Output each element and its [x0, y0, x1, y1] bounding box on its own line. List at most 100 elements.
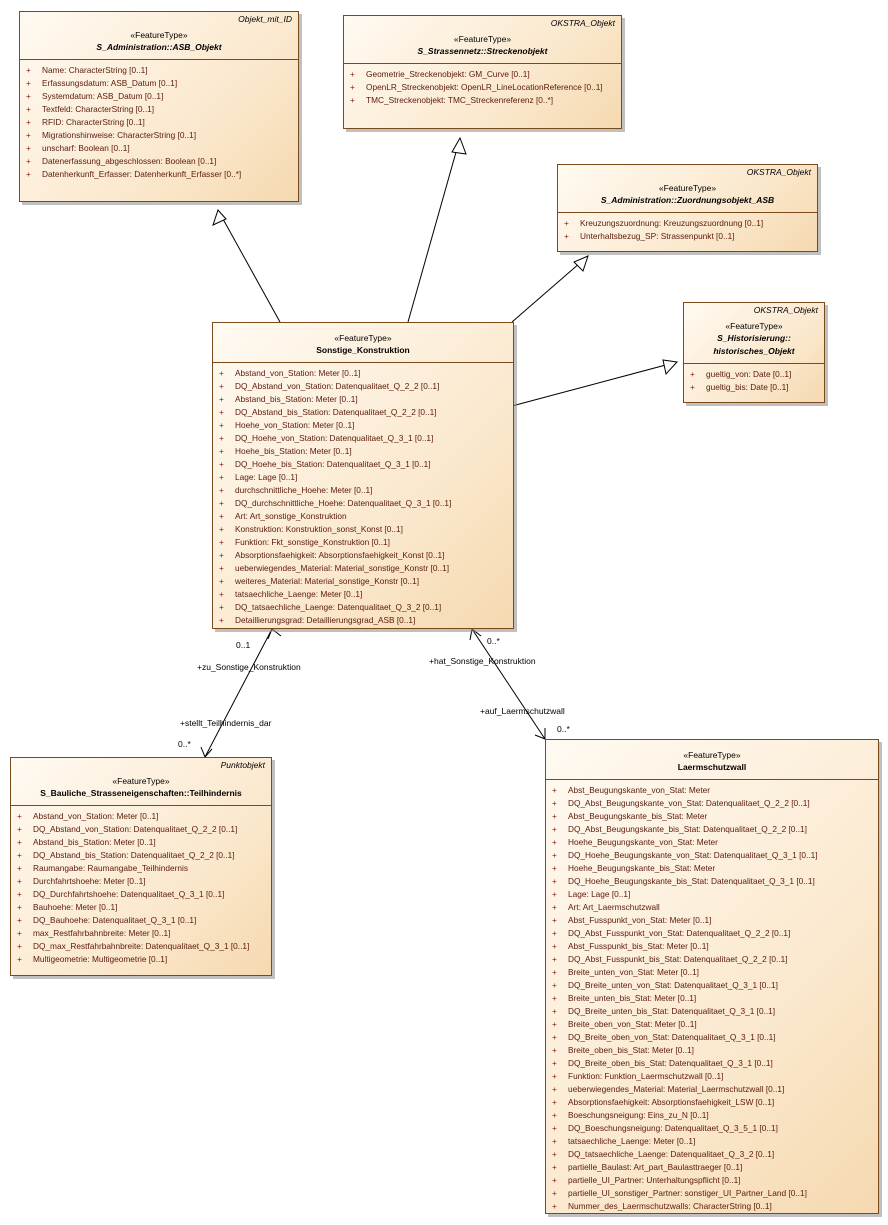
attribute-text: Breite_oben_von_Stat: Meter [0..1]: [568, 1019, 697, 1029]
attribute-row: +OpenLR_Streckenobjekt: OpenLR_LineLocat…: [344, 81, 621, 94]
attribute-row: +DQ_tatsaechliche_Laenge: Datenqualitaet…: [546, 1148, 878, 1161]
generalization-triangle-zuordnungsobjekt: [573, 255, 589, 272]
visibility-public-marker: +: [26, 156, 31, 166]
attribute-text: tatsaechliche_Laenge: Meter [0..1]: [568, 1136, 696, 1146]
attribute-text: DQ_Bauhoehe: Datenqualitaet_Q_3_1 [0..1]: [33, 915, 197, 925]
visibility-public-marker: +: [690, 369, 695, 379]
attribute-row: +ueberwiegendes_Material: Material_Laerm…: [546, 1083, 878, 1096]
attribute-row: +Hoehe_Beugungskante_bis_Stat: Meter: [546, 862, 878, 875]
attribute-row: +DQ_Hoehe_Beugungskante_bis_Stat: Datenq…: [546, 875, 878, 888]
class-stereotype: «FeatureType»: [112, 776, 170, 786]
attribute-text: Unterhaltsbezug_SP: Strassenpunkt [0..1]: [580, 231, 735, 241]
visibility-public-marker: +: [552, 1175, 557, 1185]
attribute-row: +Abst_Beugungskante_von_Stat: Meter: [546, 784, 878, 797]
attribute-text: Name: CharacterString [0..1]: [42, 65, 148, 75]
attribute-row: +gueltig_von: Date [0..1]: [684, 368, 824, 381]
attribute-text: DQ_Boeschungsneigung: Datenqualitaet_Q_3…: [568, 1123, 778, 1133]
visibility-public-marker: +: [26, 91, 31, 101]
visibility-public-marker: +: [17, 837, 22, 847]
attribute-row: +Detaillierungsgrad: Detaillierungsgrad_…: [213, 614, 513, 627]
class-stereotype: «FeatureType»: [334, 333, 392, 343]
visibility-public-marker: +: [26, 143, 31, 153]
class-asb-objekt[interactable]: Objekt_mit_ID «FeatureType» S_Administra…: [19, 11, 299, 202]
visibility-public-marker: +: [552, 1071, 557, 1081]
class-sonstige-konstruktion[interactable]: «FeatureType» Sonstige_Konstruktion +Abs…: [212, 322, 514, 629]
attribute-list: +Name: CharacterString [0..1]+Erfassungs…: [20, 60, 298, 183]
attribute-text: DQ_Abstand_bis_Station: Datenqualitaet_Q…: [235, 407, 437, 417]
attribute-row: +Absorptionsfaehigkeit: Absorptionsfaehi…: [213, 549, 513, 562]
attribute-row: +DQ_Abstand_von_Station: Datenqualitaet_…: [213, 380, 513, 393]
visibility-public-marker: +: [552, 798, 557, 808]
visibility-public-marker: +: [564, 231, 569, 241]
attribute-row: +unscharf: Boolean [0..1]: [20, 142, 298, 155]
visibility-public-marker: +: [552, 1136, 557, 1146]
class-name: S_Bauliche_Strasseneigenschaften::Teilhi…: [40, 788, 242, 798]
attribute-row: +Abst_Beugungskante_bis_Stat: Meter: [546, 810, 878, 823]
attribute-row: +Durchfahrtshoehe: Meter [0..1]: [11, 875, 271, 888]
visibility-public-marker: +: [17, 863, 22, 873]
attribute-list: +Geometrie_Streckenobjekt: GM_Curve [0..…: [344, 64, 621, 109]
attribute-text: Systemdatum: ASB_Datum [0..1]: [42, 91, 164, 101]
attribute-text: tatsaechliche_Laenge: Meter [0..1]: [235, 589, 363, 599]
class-name: S_Administration::ASB_Objekt: [96, 42, 222, 52]
arrowhead-teilhindernis-top: [267, 628, 282, 640]
visibility-public-marker: +: [219, 498, 224, 508]
role-label: +stellt_Teilhindernis_dar: [180, 718, 272, 728]
attribute-row: +Konstruktion: Konstruktion_sonst_Konst …: [213, 523, 513, 536]
visibility-public-marker: +: [17, 954, 22, 964]
attribute-row: +ueberwiegendes_Material: Material_sonst…: [213, 562, 513, 575]
attribute-row: +DQ_Abstand_bis_Station: Datenqualitaet_…: [11, 849, 271, 862]
attribute-row: +TMC_Streckenobjekt: TMC_Streckenreferen…: [344, 94, 621, 107]
visibility-public-marker: +: [219, 381, 224, 391]
attribute-text: Hoehe_Beugungskante_bis_Stat: Meter: [568, 863, 716, 873]
attribute-text: Breite_unten_bis_Stat: Meter [0..1]: [568, 993, 697, 1003]
association-line-teilhindernis: [204, 628, 273, 758]
visibility-public-marker: +: [17, 850, 22, 860]
generalization-line-zuordnungsobjekt: [511, 255, 589, 323]
class-zuordnungsobjekt[interactable]: OKSTRA_Objekt «FeatureType» S_Administra…: [557, 164, 818, 252]
attribute-row: +DQ_Bauhoehe: Datenqualitaet_Q_3_1 [0..1…: [11, 914, 271, 927]
class-historisches-objekt[interactable]: OKSTRA_Objekt «FeatureType» S_Historisie…: [683, 302, 825, 403]
attribute-row: +Abstand_von_Station: Meter [0..1]: [213, 367, 513, 380]
visibility-public-marker: +: [552, 1188, 557, 1198]
attribute-text: Abst_Fusspunkt_von_Stat: Meter [0..1]: [568, 915, 712, 925]
attribute-row: +Kreuzungszuordnung: Kreuzungszuordnung …: [558, 217, 817, 230]
attribute-row: +Nummer_des_Laermschutzwalls: CharacterS…: [546, 1200, 878, 1213]
attribute-text: DQ_Breite_oben_von_Stat: Datenqualitaet_…: [568, 1032, 776, 1042]
visibility-public-marker: +: [350, 82, 355, 92]
class-streckenobjekt[interactable]: OKSTRA_Objekt «FeatureType» S_Strassenne…: [343, 15, 622, 129]
attribute-row: +Hoehe_bis_Station: Meter [0..1]: [213, 445, 513, 458]
attribute-text: Funktion: Funktion_Laermschutzwall [0..1…: [568, 1071, 724, 1081]
attribute-text: Abstand_bis_Station: Meter [0..1]: [235, 394, 358, 404]
visibility-public-marker: +: [219, 472, 224, 482]
attribute-row: +Breite_oben_bis_Stat: Meter [0..1]: [546, 1044, 878, 1057]
generalization-triangle-historisches: [662, 359, 679, 376]
class-stereotype: «FeatureType»: [130, 30, 188, 40]
class-name-line2: historisches_Objekt: [713, 346, 795, 356]
class-tag: OKSTRA_Objekt: [550, 18, 615, 28]
attribute-row: +DQ_tatsaechliche_Laenge: Datenqualitaet…: [213, 601, 513, 614]
visibility-public-marker: +: [350, 69, 355, 79]
arrowhead-laermschutzwall-top: [469, 628, 482, 641]
attribute-text: DQ_Hoehe_bis_Station: Datenqualitaet_Q_3…: [235, 459, 431, 469]
attribute-row: + tatsaechliche_Laenge: Meter [0..1]: [546, 1135, 878, 1148]
visibility-public-marker: +: [552, 1162, 557, 1172]
visibility-public-marker: +: [17, 941, 22, 951]
attribute-text: Migrationshinweise: CharacterString [0..…: [42, 130, 197, 140]
visibility-public-marker: +: [219, 589, 224, 599]
attribute-row: +Breite_unten_bis_Stat: Meter [0..1]: [546, 992, 878, 1005]
visibility-public-marker: +: [17, 876, 22, 886]
class-laermschutzwall[interactable]: «FeatureType» Laermschutzwall +Abst_Beug…: [545, 739, 879, 1214]
attribute-row: +Hoehe_Beugungskante_von_Stat: Meter: [546, 836, 878, 849]
visibility-public-marker: +: [552, 1123, 557, 1133]
visibility-public-marker: +: [552, 928, 557, 938]
attribute-row: +DQ_Breite_unten_von_Stat: Datenqualitae…: [546, 979, 878, 992]
attribute-row: +durchschnittliche_Hoehe: Meter [0..1]: [213, 484, 513, 497]
visibility-public-marker: +: [552, 915, 557, 925]
visibility-public-marker: +: [552, 811, 557, 821]
attribute-text: Breite_unten_von_Stat: Meter [0..1]: [568, 967, 699, 977]
attribute-row: +Raumangabe: Raumangabe_Teilhindernis: [11, 862, 271, 875]
class-teilhindernis[interactable]: Punktobjekt «FeatureType» S_Bauliche_Str…: [10, 757, 272, 976]
attribute-row: + Systemdatum: ASB_Datum [0..1]: [20, 90, 298, 103]
visibility-public-marker: +: [552, 876, 557, 886]
